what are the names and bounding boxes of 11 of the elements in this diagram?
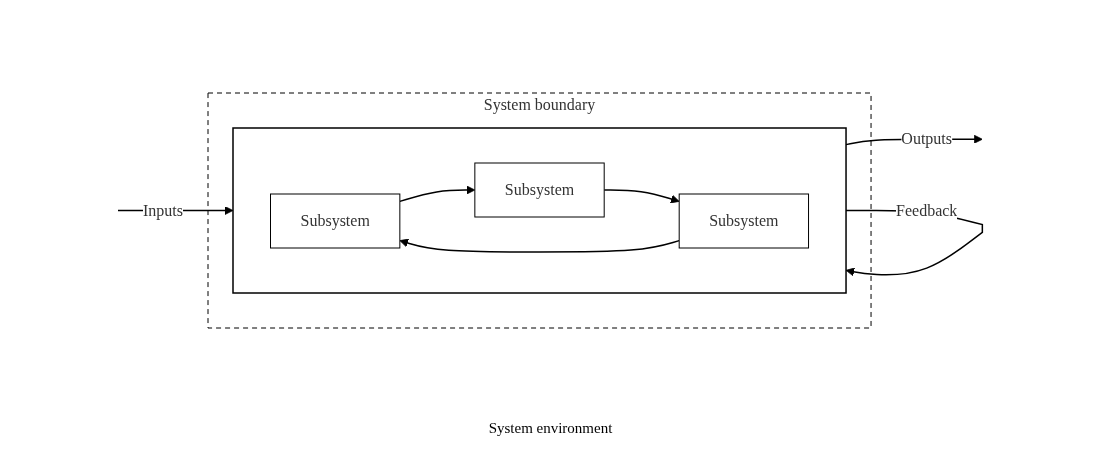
- arrow: [603, 188, 680, 203]
- cluster: [232, 126, 848, 294]
- node-box: Subsystem: [270, 193, 401, 248]
- arrow: [399, 185, 476, 202]
- node-box: Subsystem: [474, 162, 605, 217]
- note-text: System environment: [487, 420, 614, 437]
- arrow: [399, 238, 681, 253]
- node-box: Subsystem: [679, 193, 810, 248]
- edge-label: Outputs: [901, 129, 953, 147]
- edge-label: Feedback: [896, 201, 958, 218]
- edge-label: Inputs: [143, 201, 184, 218]
